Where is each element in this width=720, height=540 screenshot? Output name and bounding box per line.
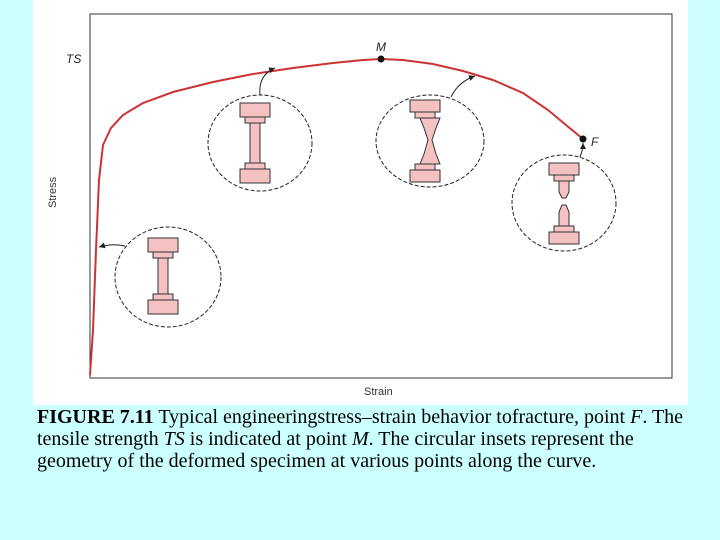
inset-uniform-specimen (207, 67, 313, 192)
stress-strain-curve (89, 57, 584, 376)
caption-point-f: F (630, 406, 643, 428)
x-axis-label: Strain (364, 386, 393, 398)
f-label: F (591, 135, 599, 149)
ts-label: TS (66, 52, 81, 66)
inset-fracture-specimen (511, 142, 617, 252)
caption-point-m: M (351, 428, 369, 450)
inset-necking-specimen (375, 75, 485, 188)
inset-elastic-specimen (98, 226, 222, 328)
plot-frame (89, 13, 673, 379)
figure-caption: FIGURE 7.11 Typical engineeringstress–st… (37, 406, 707, 472)
caption-text-4: . The circular insets represent the geom… (37, 428, 634, 472)
caption-ts: TS (163, 428, 185, 450)
y-axis-label: Stress (47, 176, 59, 208)
caption-text-3: is indicated at point (184, 428, 352, 450)
figure-panel: Strain Stress TS M F (33, 0, 688, 405)
point-m-marker (377, 55, 385, 63)
caption-text-2: . The tensile strength (37, 406, 684, 450)
m-label: M (376, 40, 386, 54)
point-f-marker (579, 135, 587, 143)
caption-text-1: Typical engineeringstress–strain behavio… (153, 406, 631, 428)
stress-strain-diagram: Strain Stress TS M F (47, 13, 673, 398)
caption-figure-number: FIGURE 7.11 (37, 406, 154, 428)
